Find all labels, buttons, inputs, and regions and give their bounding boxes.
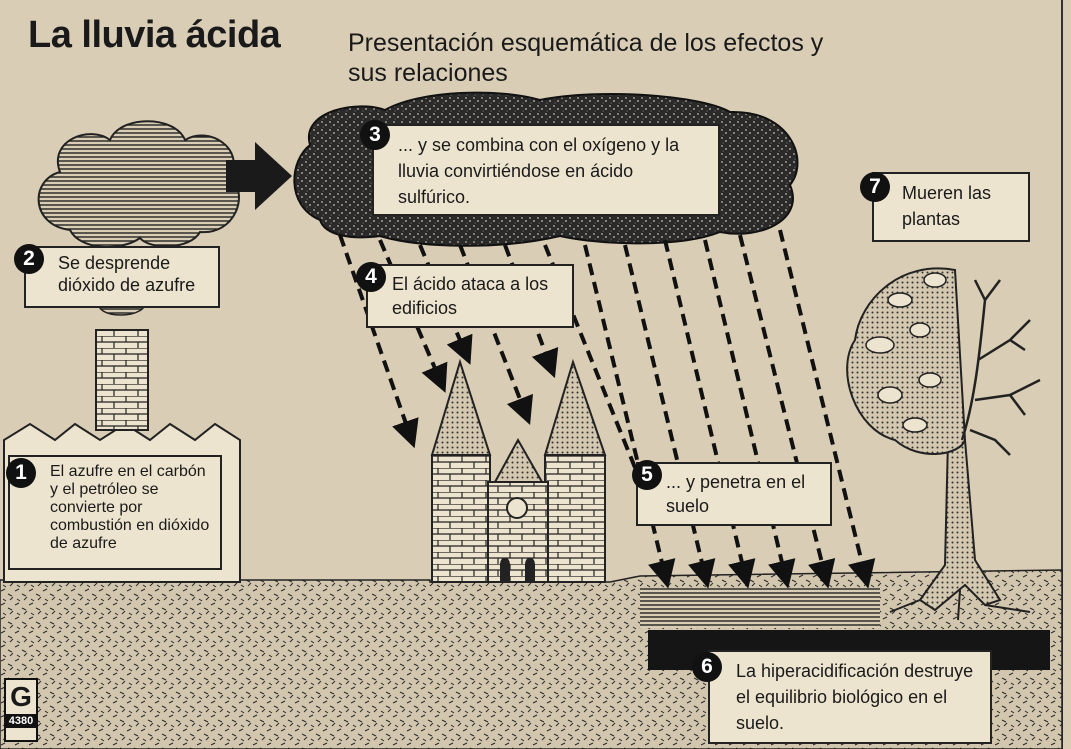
step-7-box: Mueren las plantas bbox=[872, 172, 1030, 242]
step-3-badge: 3 bbox=[360, 120, 390, 150]
step-7-text: Mueren las plantas bbox=[902, 183, 992, 229]
church bbox=[430, 358, 607, 583]
publisher-logo: G 4380 bbox=[4, 678, 38, 742]
logo-number: 4380 bbox=[6, 714, 36, 728]
step-2-text: Se desprende dióxido de azufre bbox=[58, 253, 196, 295]
step-4-text: El ácido ataca a los edificios bbox=[392, 274, 549, 318]
step-5-box: ... y penetra en el suelo bbox=[636, 462, 832, 526]
step-6-box: La hiperacidificación destruye el equili… bbox=[708, 650, 992, 744]
step-3-text: ... y se combina con el oxígeno y la llu… bbox=[398, 135, 680, 207]
step-1-box: El azufre en el carbón y el petróleo se … bbox=[8, 455, 222, 570]
logo-letter: G bbox=[10, 681, 32, 712]
big-arrow bbox=[226, 142, 292, 210]
soil-layers bbox=[640, 588, 880, 628]
title: La lluvia ácida bbox=[28, 14, 281, 56]
step-1-badge: 1 bbox=[6, 458, 36, 488]
step-6-text: La hiperacidificación destruye el equili… bbox=[736, 661, 974, 733]
step-6-badge: 6 bbox=[692, 652, 722, 682]
step-1-text: El azufre en el carbón y el petróleo se … bbox=[50, 463, 210, 552]
step-3-box: ... y se combina con el oxígeno y la llu… bbox=[372, 124, 720, 216]
step-2-box: Se desprende dióxido de azufre bbox=[24, 246, 220, 308]
tree bbox=[846, 267, 1041, 621]
step-2-badge: 2 bbox=[14, 244, 44, 274]
subtitle: Presentación esquemática de los efectos … bbox=[348, 29, 824, 87]
step-4-badge: 4 bbox=[356, 262, 386, 292]
step-5-badge: 5 bbox=[632, 460, 662, 490]
step-4-box: El ácido ataca a los edificios bbox=[366, 264, 574, 328]
step-7-badge: 7 bbox=[860, 172, 890, 202]
step-5-text: ... y penetra en el suelo bbox=[666, 472, 806, 516]
